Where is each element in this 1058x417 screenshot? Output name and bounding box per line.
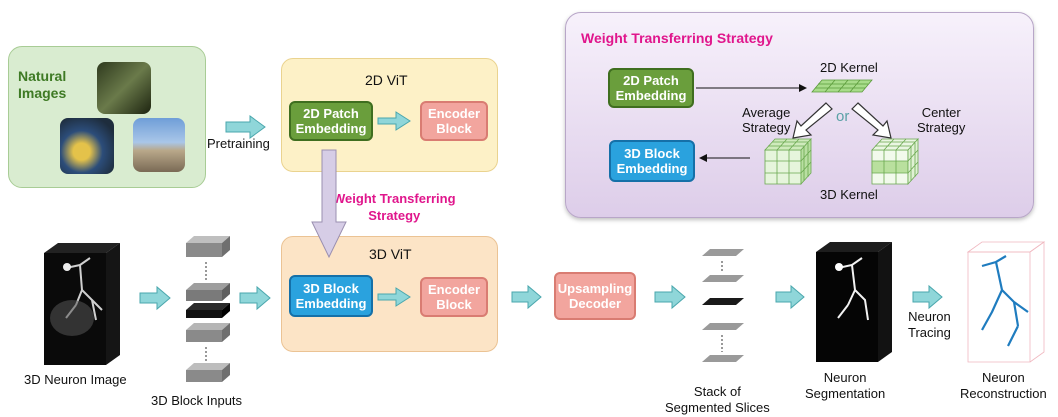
- vit2d-title: 2D ViT: [365, 72, 408, 88]
- reconstruction-label: Neuron Reconstruction: [960, 370, 1047, 401]
- average-strategy-arrow: [792, 102, 833, 139]
- weight-transfer-arrow: [311, 149, 347, 259]
- reconstruction-icon: [966, 241, 1046, 363]
- pretraining-label: Pretraining: [207, 136, 270, 151]
- arrow-slices-to-segmentation: [775, 284, 805, 310]
- vit3d-title: 3D ViT: [369, 246, 412, 262]
- weight-transfer-label: Weight Transferring Strategy: [333, 191, 456, 223]
- strategy-patch-embedding: 2D Patch Embedding: [608, 68, 694, 108]
- arrow-tracing: [912, 284, 943, 310]
- segmented-slices-stack: [702, 249, 744, 362]
- arrow-decoder-to-slices: [654, 284, 686, 310]
- kernel3d-average-icon: [764, 137, 812, 186]
- vit2d-patch-embedding: 2D Patch Embedding: [289, 101, 373, 141]
- vit3d-encoder-block: Encoder Block: [420, 277, 488, 317]
- kernel3d-center-icon: [871, 137, 919, 186]
- strategy-block-embedding: 3D Block Embedding: [609, 140, 695, 182]
- strategy-panel-title: Weight Transferring Strategy: [581, 30, 773, 46]
- center-strategy-label: Center Strategy: [917, 105, 966, 135]
- arrow-image-to-blocks: [139, 285, 171, 311]
- kernel2d-icon: [811, 79, 873, 93]
- neuron-volume-icon: [44, 243, 120, 365]
- segmentation-volume-icon: [816, 242, 892, 362]
- upsampling-decoder: Upsampling Decoder: [554, 272, 636, 320]
- arrow-blocks-to-vit3d: [239, 285, 271, 311]
- slices-label: Stack of Segmented Slices: [665, 384, 770, 415]
- block-inputs-stack: [186, 236, 230, 382]
- tracing-label: Neuron Tracing: [908, 309, 951, 340]
- kernel2d-label: 2D Kernel: [820, 60, 878, 75]
- arrow-pretraining: [225, 115, 266, 139]
- vit2d-encoder-block: Encoder Block: [420, 101, 488, 141]
- kernel3d-label: 3D Kernel: [820, 187, 878, 202]
- vit3d-block-embedding: 3D Block Embedding: [289, 275, 373, 317]
- center-strategy-arrow: [851, 102, 892, 139]
- natural-images-label: Natural Images: [18, 68, 67, 101]
- food-photo: [60, 118, 114, 174]
- zebra-photo: [97, 62, 151, 114]
- or-label: or: [836, 108, 850, 125]
- landscape-photo: [133, 118, 185, 172]
- average-strategy-label: Average Strategy: [742, 105, 791, 135]
- input-image-label: 3D Neuron Image: [24, 372, 127, 387]
- segmentation-label: Neuron Segmentation: [805, 370, 886, 401]
- arrow-vit3d-to-decoder: [511, 284, 542, 310]
- arrow-emb-to-enc-3d: [377, 287, 411, 307]
- block-inputs-label: 3D Block Inputs: [151, 393, 243, 408]
- arrow-emb-to-enc-2d: [377, 111, 411, 131]
